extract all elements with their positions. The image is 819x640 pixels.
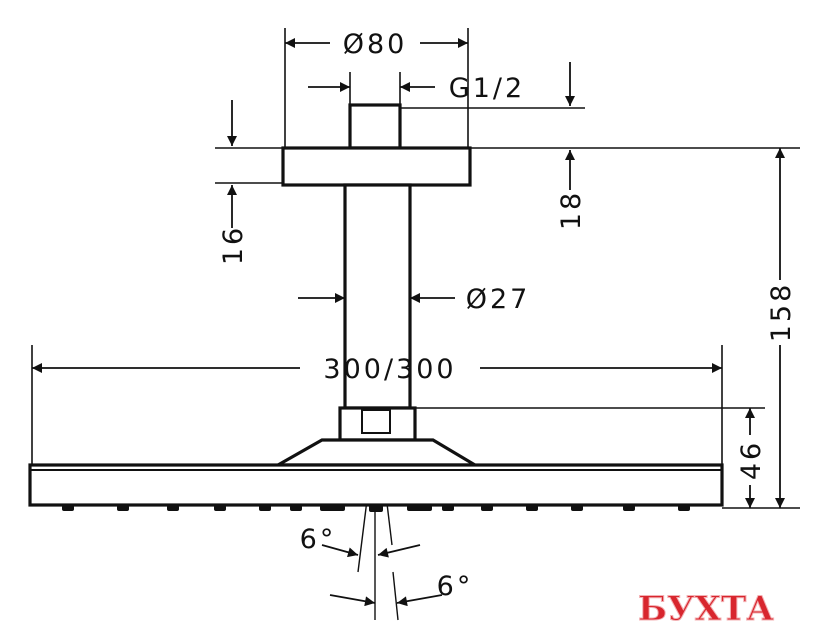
label-angle-right: 6° — [437, 571, 474, 602]
label-thread: G1/2 — [449, 73, 525, 104]
label-head-height: 46 — [736, 440, 767, 480]
shower-body — [28, 103, 724, 507]
label-pipe-offset: 16 — [218, 225, 249, 265]
label-total-height: 158 — [766, 282, 797, 343]
label-pipe-diameter: Ø27 — [466, 284, 531, 315]
logo: БУХТА — [638, 589, 774, 629]
shower-arm-pipe — [343, 183, 412, 410]
shower-head — [28, 463, 724, 507]
head-cone — [271, 438, 481, 467]
label-angle-left: 6° — [300, 524, 337, 555]
dimension-labels: Ø80 G1/2 18 16 Ø27 300/300 158 46 6° 6° — [218, 29, 797, 602]
ceiling-flange — [281, 146, 472, 187]
label-head-size: 300/300 — [323, 354, 456, 385]
label-flange-diameter: Ø80 — [343, 29, 408, 60]
label-flange-height: 18 — [556, 190, 587, 230]
thread-nipple — [348, 103, 402, 150]
nozzles — [62, 505, 690, 512]
